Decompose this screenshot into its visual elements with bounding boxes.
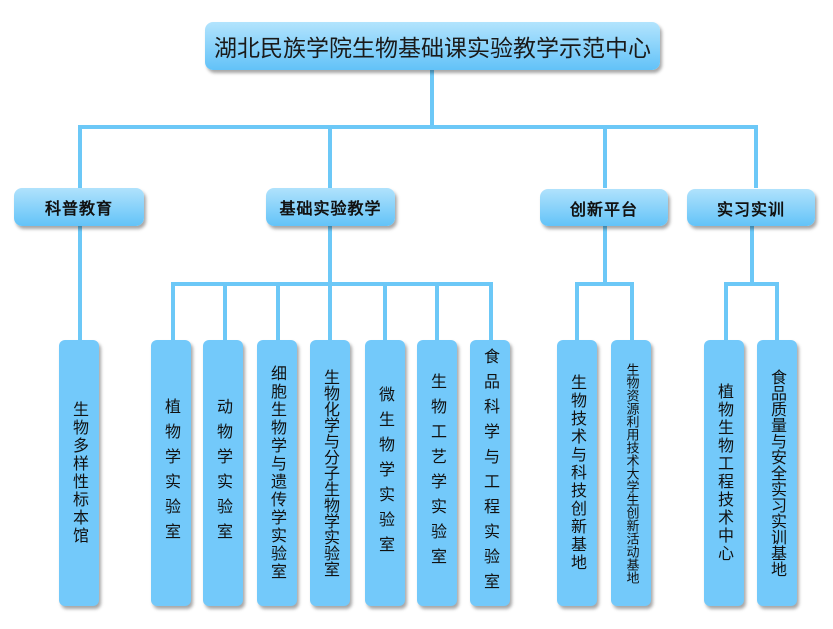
connector-leaf bbox=[383, 282, 387, 340]
connector-root-vertical bbox=[430, 70, 434, 128]
leaf-cell-genetics-lab: 细胞生物学与遗传学实验室 bbox=[257, 340, 297, 606]
connector-chuangxin-horizontal bbox=[575, 282, 634, 286]
connector-kepu-down bbox=[78, 226, 82, 340]
leaf-botany-lab: 植物学实验室 bbox=[151, 340, 191, 606]
category-shixi: 实习实训 bbox=[687, 189, 815, 226]
connector-jichu-horizontal bbox=[171, 282, 493, 286]
connector-leaf bbox=[276, 282, 280, 340]
connector-leaf bbox=[171, 282, 175, 340]
connector-to-kepu bbox=[78, 125, 82, 188]
category-kepu: 科普教育 bbox=[14, 188, 144, 226]
connector-leaf bbox=[575, 282, 579, 340]
leaf-biotech-innovation-base: 生物技术与科技创新基地 bbox=[557, 340, 597, 606]
connector-to-jichu bbox=[328, 125, 332, 188]
connector-leaf bbox=[435, 282, 439, 340]
connector-chuangxin-down bbox=[603, 226, 607, 284]
connector-shixi-horizontal bbox=[724, 282, 779, 286]
category-jichu: 基础实验教学 bbox=[266, 188, 395, 226]
leaf-food-science-lab: 食品科学与工程实验室 bbox=[470, 340, 510, 606]
leaf-food-safety-training-base: 食品质量与安全实习实训基地 bbox=[757, 340, 797, 606]
leaf-specimen-museum: 生物多样性标本馆 bbox=[59, 340, 99, 606]
connector-to-shixi bbox=[754, 125, 758, 188]
category-chuangxin: 创新平台 bbox=[540, 189, 668, 226]
connector-leaf bbox=[775, 282, 779, 340]
connector-shixi-down bbox=[750, 226, 754, 284]
connector-leaf bbox=[630, 282, 634, 340]
connector-leaf bbox=[223, 282, 227, 340]
root-node-title: 湖北民族学院生物基础课实验教学示范中心 bbox=[205, 22, 660, 70]
leaf-bioprocess-lab: 生物工艺学实验室 bbox=[417, 340, 457, 606]
connector-leaf bbox=[724, 282, 728, 340]
connector-jichu-down bbox=[328, 226, 332, 284]
connector-to-chuangxin bbox=[603, 125, 607, 188]
leaf-student-innovation-base: 生物资源利用技术大学生创新活动基地 bbox=[611, 340, 651, 606]
leaf-plant-bioengineering-center: 植物生物工程技术中心 bbox=[704, 340, 744, 606]
leaf-zoology-lab: 动物学实验室 bbox=[203, 340, 243, 606]
leaf-biochem-molbio-lab: 生物化学与分子生物学实验室 bbox=[310, 340, 350, 606]
connector-level2-horizontal bbox=[78, 125, 758, 129]
connector-leaf bbox=[328, 282, 332, 340]
leaf-microbiology-lab: 微生物学实验室 bbox=[365, 340, 405, 606]
connector-leaf bbox=[489, 282, 493, 340]
